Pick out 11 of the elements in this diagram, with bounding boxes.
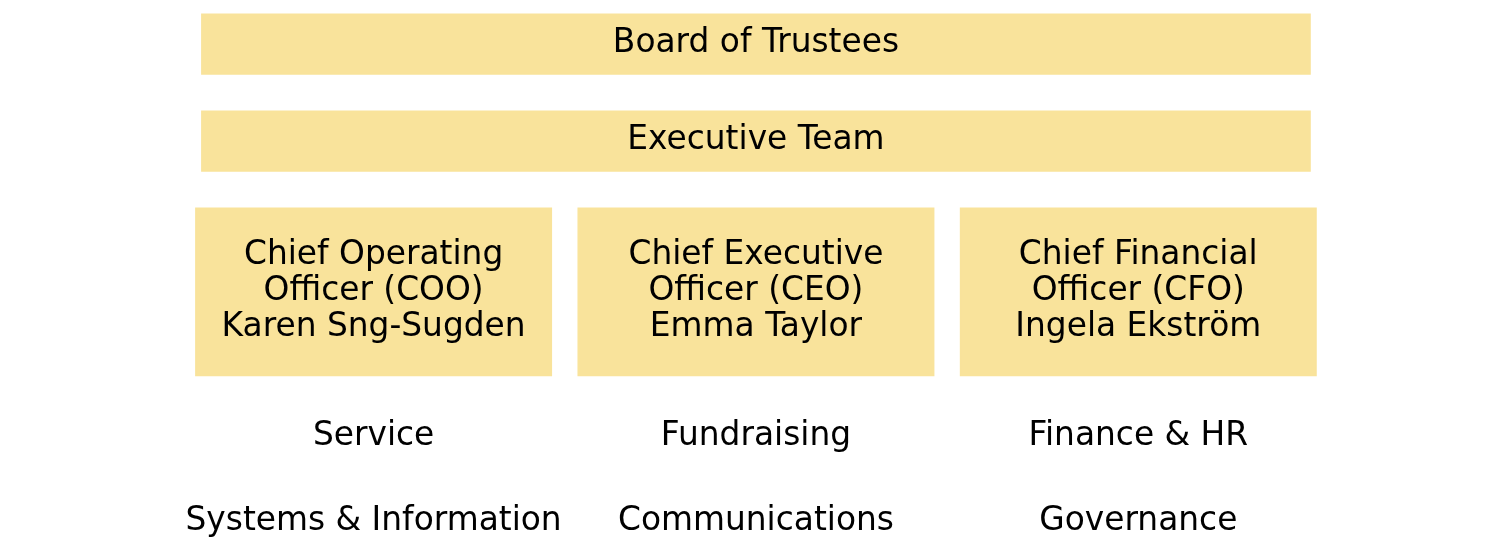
node-label: Governance bbox=[1038, 500, 1237, 539]
node-box: Executive Team bbox=[200, 110, 1311, 172]
node-box: Board of Trustees bbox=[200, 13, 1311, 75]
node-label: Finance & HR bbox=[1027, 415, 1248, 454]
node-box: Chief Executive Officer (CEO) Emma Taylor bbox=[576, 207, 934, 377]
node-label: Communications bbox=[617, 500, 894, 539]
node-box: Chief Operating Officer (COO) Karen Sng-Sugden bbox=[194, 207, 552, 377]
node-box: Chief Financial Officer (CFO) Ingela Ekström bbox=[959, 207, 1317, 377]
node-label: Service bbox=[312, 415, 434, 454]
node-label: Systems & Information bbox=[185, 500, 562, 539]
node-label: Fundraising bbox=[660, 415, 851, 454]
